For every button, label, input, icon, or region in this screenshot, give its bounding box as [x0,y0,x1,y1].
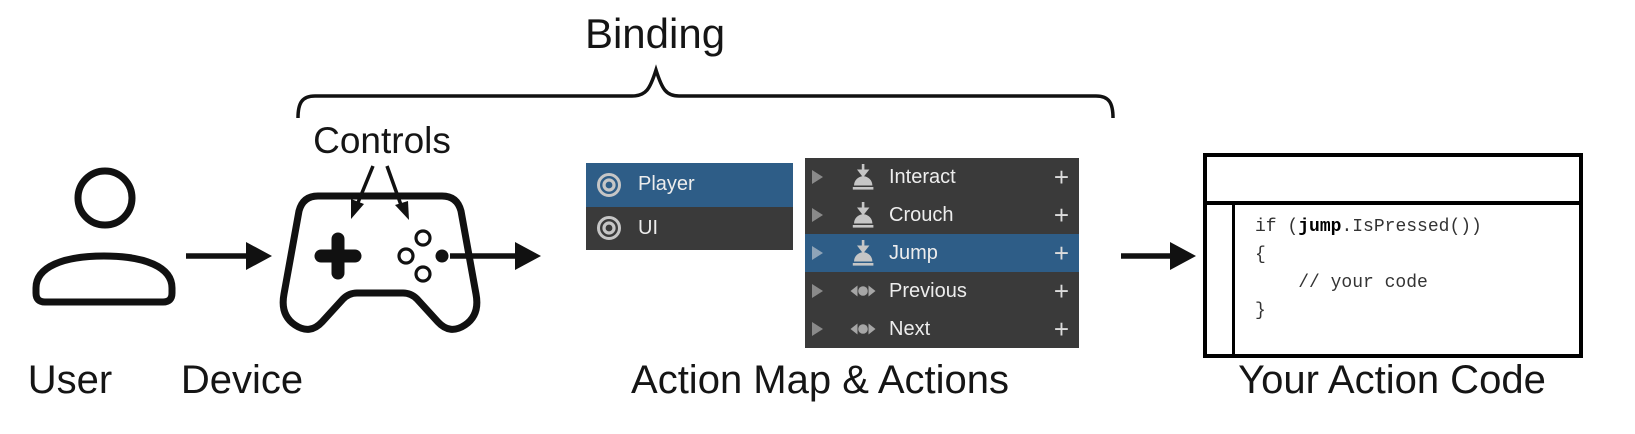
action-map-icon [597,172,621,197]
user-label: User [27,358,113,402]
code-gutter-line [1232,205,1235,354]
controls-label: Controls [313,120,451,161]
device-label: Device [180,358,304,402]
jump-action-reference: jump [1298,217,1342,237]
face-buttons-icon [397,229,449,283]
foldout-triangle-icon[interactable] [811,283,824,299]
action-label: Previous [889,279,967,302]
binding-label: Binding [584,10,726,57]
action-label: Crouch [889,203,954,226]
add-binding-button[interactable]: + [1053,200,1069,230]
add-binding-button[interactable]: + [1053,238,1069,268]
foldout-triangle-icon[interactable] [811,169,824,185]
code-window-titlebar [1207,157,1579,205]
foldout-triangle-icon[interactable] [811,321,824,337]
action-code-window: if (jump.IsPressed()) { // your code } [1203,153,1583,358]
code-line3: // your code [1255,273,1428,293]
action-label: Interact [889,165,956,188]
axis-action-icon [850,285,876,297]
action-map-row-player[interactable]: Player [586,163,793,207]
action-row-previous[interactable]: Previous + [805,272,1079,310]
code-line2: { [1255,245,1266,265]
actions-panel: Interact + Crouch + Jump + Previous [805,158,1079,348]
arrow-user-to-device [186,242,272,270]
foldout-triangle-icon[interactable] [811,245,824,261]
code-line4: } [1255,301,1266,321]
button-action-icon [852,164,874,190]
code-line1: if (jump.IsPressed()) [1255,217,1482,237]
foldout-triangle-icon[interactable] [811,207,824,223]
user-icon [32,167,176,306]
action-map-panel: Player UI [586,163,793,250]
dpad-icon [314,232,362,280]
button-action-icon [852,240,874,266]
action-map-row-ui[interactable]: UI [586,207,793,251]
action-row-jump[interactable]: Jump + [805,234,1079,272]
action-map-label-player: Player [638,173,695,196]
gamepad-icon [279,192,481,333]
action-row-next[interactable]: Next + [805,310,1079,348]
arrow-device-to-actionmap [450,242,541,270]
action-row-interact[interactable]: Interact + [805,158,1079,196]
action-code-label: Your Action Code [1238,358,1546,402]
action-map-label-ui: UI [638,216,658,239]
action-map-icon [597,216,621,241]
action-map-label: Action Map & Actions [631,358,1009,402]
action-row-crouch[interactable]: Crouch + [805,196,1079,234]
binding-brace [296,64,1115,119]
action-label: Jump [889,241,938,264]
controls-arrow-left [351,165,375,219]
controls-arrow-right [385,165,409,220]
add-binding-button[interactable]: + [1053,276,1069,306]
code-snippet: if (jump.IsPressed()) { // your code } [1255,213,1482,325]
action-label: Next [889,317,931,340]
add-binding-button[interactable]: + [1053,162,1069,192]
button-action-icon [852,202,874,228]
arrow-actions-to-code [1121,242,1196,270]
axis-action-icon [850,323,876,335]
add-binding-button[interactable]: + [1053,314,1069,344]
